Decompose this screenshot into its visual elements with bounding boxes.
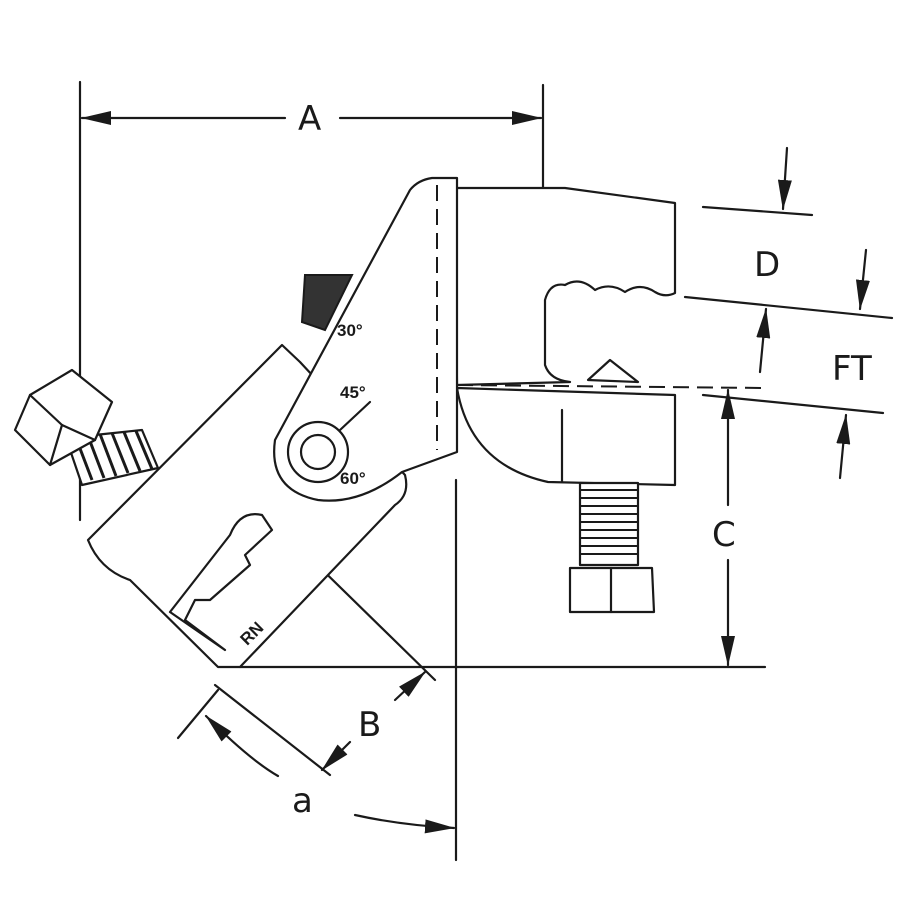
dimension-C: C xyxy=(712,388,736,667)
set-screw xyxy=(568,481,656,614)
label-B: B xyxy=(358,705,381,745)
angle-30: 30° xyxy=(337,321,363,340)
dimension-A: A xyxy=(80,99,543,139)
bolt xyxy=(13,368,160,487)
dimension-D-FT: D FT xyxy=(754,146,872,480)
angle-45: 45° xyxy=(340,383,366,402)
label-C: C xyxy=(712,515,736,555)
angle-a: a xyxy=(204,714,456,834)
angle-60: 60° xyxy=(340,469,366,488)
jaw xyxy=(453,186,766,487)
swivel-plate: 30° 45° 60° xyxy=(273,176,459,502)
label-A: A xyxy=(298,99,321,139)
label-a: a xyxy=(292,781,313,821)
label-FT: FT xyxy=(832,349,872,389)
threaded-stub xyxy=(300,274,354,332)
pivot-circle xyxy=(286,420,350,484)
label-D: D xyxy=(754,245,780,285)
dimension-B: B xyxy=(320,670,427,772)
